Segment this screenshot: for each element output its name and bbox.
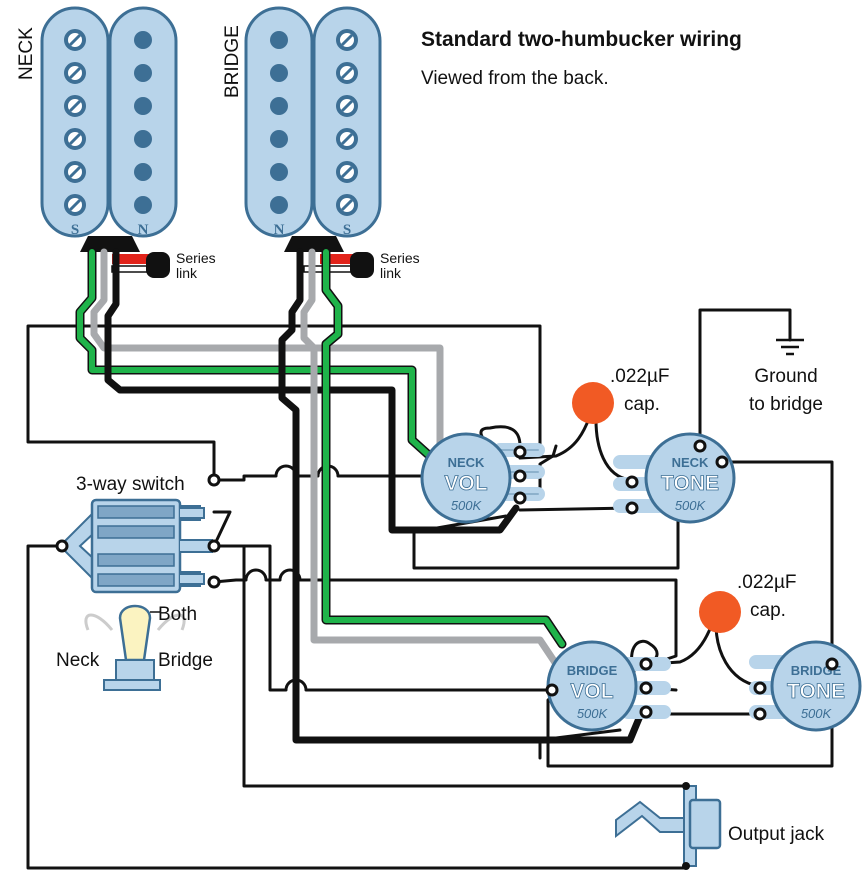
ground-label-line1: Ground (754, 366, 817, 387)
bridge-pickup: N S BRIDGE (222, 6, 382, 238)
bridge-pole-left-label: N (274, 222, 285, 238)
pickup-leads (75, 247, 644, 744)
pole-screw (134, 130, 152, 148)
pole-screw (270, 130, 288, 148)
output-jack-icon (615, 782, 722, 870)
bridge-capacitor-icon (699, 591, 741, 633)
bridge-tone-pot: BRIDGE TONE 500K (749, 640, 862, 732)
toggle-position-neck: Neck (56, 650, 100, 671)
bridge-cap-value: .022µF (737, 572, 797, 593)
three-way-switch: 3-way switch (55, 473, 221, 594)
pole-screw (134, 64, 152, 82)
bridge-cap-word: cap. (750, 600, 786, 621)
pole-screw (270, 163, 288, 181)
neck-vol-value-label: 500K (451, 498, 483, 513)
neck-tone-main-label: TONE (661, 472, 719, 495)
pole-screw-slot (340, 132, 354, 146)
neck-tone-value-label: 500K (675, 498, 707, 513)
toggle-position-both: Both (158, 604, 197, 625)
bridge-series-link-label-1: Series (380, 250, 420, 266)
neck-pole-right-label: N (138, 222, 149, 238)
pole-screw (270, 31, 288, 49)
neck-pole-screws (64, 29, 152, 216)
bridge-series-link: Series link (284, 236, 420, 281)
bridge-volume-pot: BRIDGE VOL 500K (545, 640, 671, 732)
neck-vol-main-label: VOL (444, 472, 487, 495)
toggle-position-bridge: Bridge (158, 650, 213, 671)
pole-screw (134, 163, 152, 181)
bridge-pole-screws (270, 29, 358, 216)
bridge-vol-value-label: 500K (577, 706, 609, 721)
neck-series-link-label-1: Series (176, 250, 216, 266)
pole-screw (134, 196, 152, 214)
bridge-tone-main-label: TONE (787, 680, 845, 703)
pole-screw-slot (68, 132, 82, 146)
neck-tone-top-label: NECK (672, 455, 709, 470)
pole-screw-slot (68, 66, 82, 80)
ground-label-line2: to bridge (749, 394, 823, 415)
neck-pickup-label: NECK (16, 27, 37, 80)
pole-screw-slot (340, 99, 354, 113)
pole-screw-slot (68, 165, 82, 179)
neck-cap-value: .022µF (610, 366, 670, 387)
diagram-title: Standard two-humbucker wiring (421, 28, 742, 51)
diagram-subtitle: Viewed from the back. (421, 68, 609, 89)
neck-series-link: Series link (80, 236, 216, 281)
ground-symbol (776, 338, 804, 356)
bridge-vol-top-label: BRIDGE (567, 663, 618, 678)
pole-screw-slot (340, 165, 354, 179)
pole-screw (270, 196, 288, 214)
toggle-switch-icon (84, 604, 186, 691)
neck-volume-pot: NECK VOL 500K (420, 432, 545, 524)
pole-screw-slot (340, 33, 354, 47)
output-jack-label: Output jack (728, 824, 825, 845)
bridge-series-link-label-2: link (380, 265, 402, 281)
pole-screw-slot (68, 198, 82, 212)
neck-pickup: S N NECK (16, 6, 178, 238)
bridge-vol-main-label: VOL (570, 680, 613, 703)
neck-series-link-label-2: link (176, 265, 198, 281)
pole-screw-slot (340, 66, 354, 80)
neck-capacitor-icon (572, 382, 614, 424)
pole-screw (270, 64, 288, 82)
pole-screw-slot (68, 33, 82, 47)
switch-title: 3-way switch (76, 474, 185, 495)
pole-screw (134, 97, 152, 115)
pole-screw-slot (340, 198, 354, 212)
bridge-pole-right-label: S (343, 222, 351, 238)
neck-tone-pot: NECK TONE 500K (613, 432, 736, 524)
pole-screw (270, 97, 288, 115)
pole-screw (134, 31, 152, 49)
bridge-pickup-label: BRIDGE (222, 25, 243, 98)
pole-screw-slot (68, 99, 82, 113)
neck-vol-top-label: NECK (448, 455, 485, 470)
bridge-tone-value-label: 500K (801, 706, 833, 721)
neck-cap-word: cap. (624, 394, 660, 415)
neck-pole-left-label: S (71, 222, 79, 238)
